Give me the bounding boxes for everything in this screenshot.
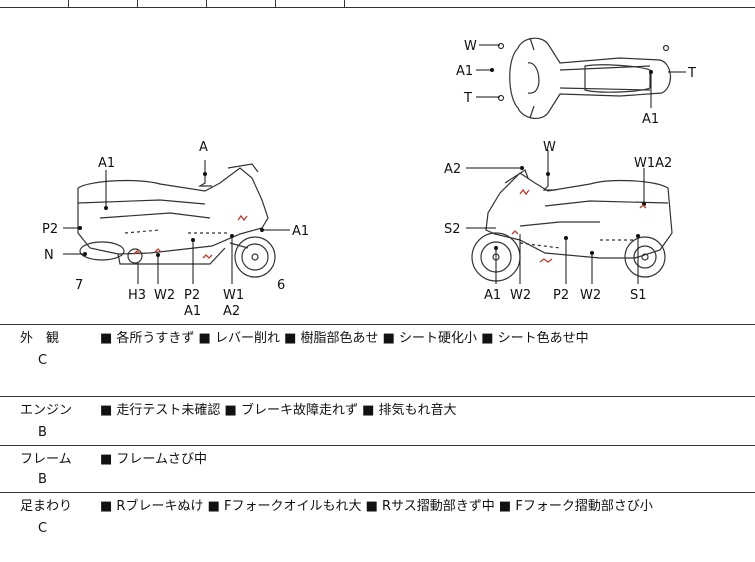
table-divider <box>137 0 138 7</box>
label-p2: P2 <box>184 288 200 303</box>
label-w2: W2 <box>154 288 175 303</box>
damage-marks <box>133 188 647 263</box>
label-t: T <box>687 66 696 81</box>
scooter-diagram-svg: A1 A P2 N 7 H3 W2 P2 A1 W1 A2 6 A1 W A2 … <box>42 37 696 319</box>
row-grade: B <box>38 425 47 440</box>
label-p2: P2 <box>553 288 569 303</box>
marker-dots <box>78 68 653 257</box>
row-grade: C <box>38 521 48 536</box>
table-divider <box>206 0 207 7</box>
label-s2: S2 <box>444 222 461 237</box>
condition-row-engine: エンジン B ■ 走行テスト未確認 ■ ブレーキ故障走れず ■ 排気もれ音大 <box>0 396 755 446</box>
label-w: W <box>464 39 477 54</box>
row-items: ■ 走行テスト未確認 ■ ブレーキ故障走れず ■ 排気もれ音大 <box>100 403 457 418</box>
table-divider <box>344 0 345 7</box>
label-a1: A1 <box>292 224 309 239</box>
condition-row-frame: フレーム B ■ フレームさび中 <box>0 445 755 493</box>
row-grade: B <box>38 472 47 487</box>
condition-row-suspension: 足まわり C ■ Rブレーキぬけ ■ Fフォークオイルもれ大 ■ Rサス摺動部き… <box>0 492 755 562</box>
row-category: 外 観 <box>20 331 60 346</box>
label-7: 7 <box>75 278 83 293</box>
table-divider <box>275 0 276 7</box>
row-items: ■ Rブレーキぬけ ■ Fフォークオイルもれ大 ■ Rサス摺動部きず中 ■ Fフ… <box>100 499 653 514</box>
part-labels: A1 A P2 N 7 H3 W2 P2 A1 W1 A2 6 A1 W A2 … <box>42 39 696 319</box>
condition-row-exterior: 外 観 C ■ 各所うすきず ■ レバー削れ ■ 樹脂部色あせ ■ シート硬化小… <box>0 324 755 397</box>
top-table-strip <box>0 0 755 8</box>
label-a2: A2 <box>444 162 461 177</box>
table-border <box>0 7 755 8</box>
label-a1: A1 <box>642 112 659 127</box>
left-scooter-side-view <box>77 163 276 278</box>
label-w2: W2 <box>580 288 601 303</box>
label-w2: W2 <box>510 288 531 303</box>
leader-lines <box>63 44 686 284</box>
row-items: ■ 各所うすきず ■ レバー削れ ■ 樹脂部色あせ ■ シート硬化小 ■ シート… <box>100 331 589 346</box>
row-category: 足まわり <box>20 499 73 514</box>
label-t: T <box>463 91 472 106</box>
right-scooter-side-view <box>471 169 673 282</box>
row-category: フレーム <box>20 452 72 467</box>
label-h3: H3 <box>128 288 146 303</box>
label-w1: W1 <box>223 288 244 303</box>
table-divider <box>68 0 69 7</box>
label-n: N <box>44 248 54 263</box>
label-a1: A1 <box>456 64 473 79</box>
top-scooter-view <box>497 37 671 120</box>
row-category: エンジン <box>20 403 73 418</box>
row-grade: C <box>38 353 48 368</box>
row-items: ■ フレームさび中 <box>100 452 208 467</box>
label-a: A <box>199 140 208 155</box>
label-w1a2: W1A2 <box>634 156 672 171</box>
label-a2: A2 <box>223 304 240 319</box>
label-p2: P2 <box>42 222 58 237</box>
label-a1: A1 <box>484 288 501 303</box>
damage-diagram: A1 A P2 N 7 H3 W2 P2 A1 W1 A2 6 A1 W A2 … <box>0 8 755 324</box>
label-6: 6 <box>277 278 285 293</box>
label-s1: S1 <box>630 288 647 303</box>
label-a1: A1 <box>98 156 115 171</box>
label-a1: A1 <box>184 304 201 319</box>
label-w: W <box>543 140 556 155</box>
